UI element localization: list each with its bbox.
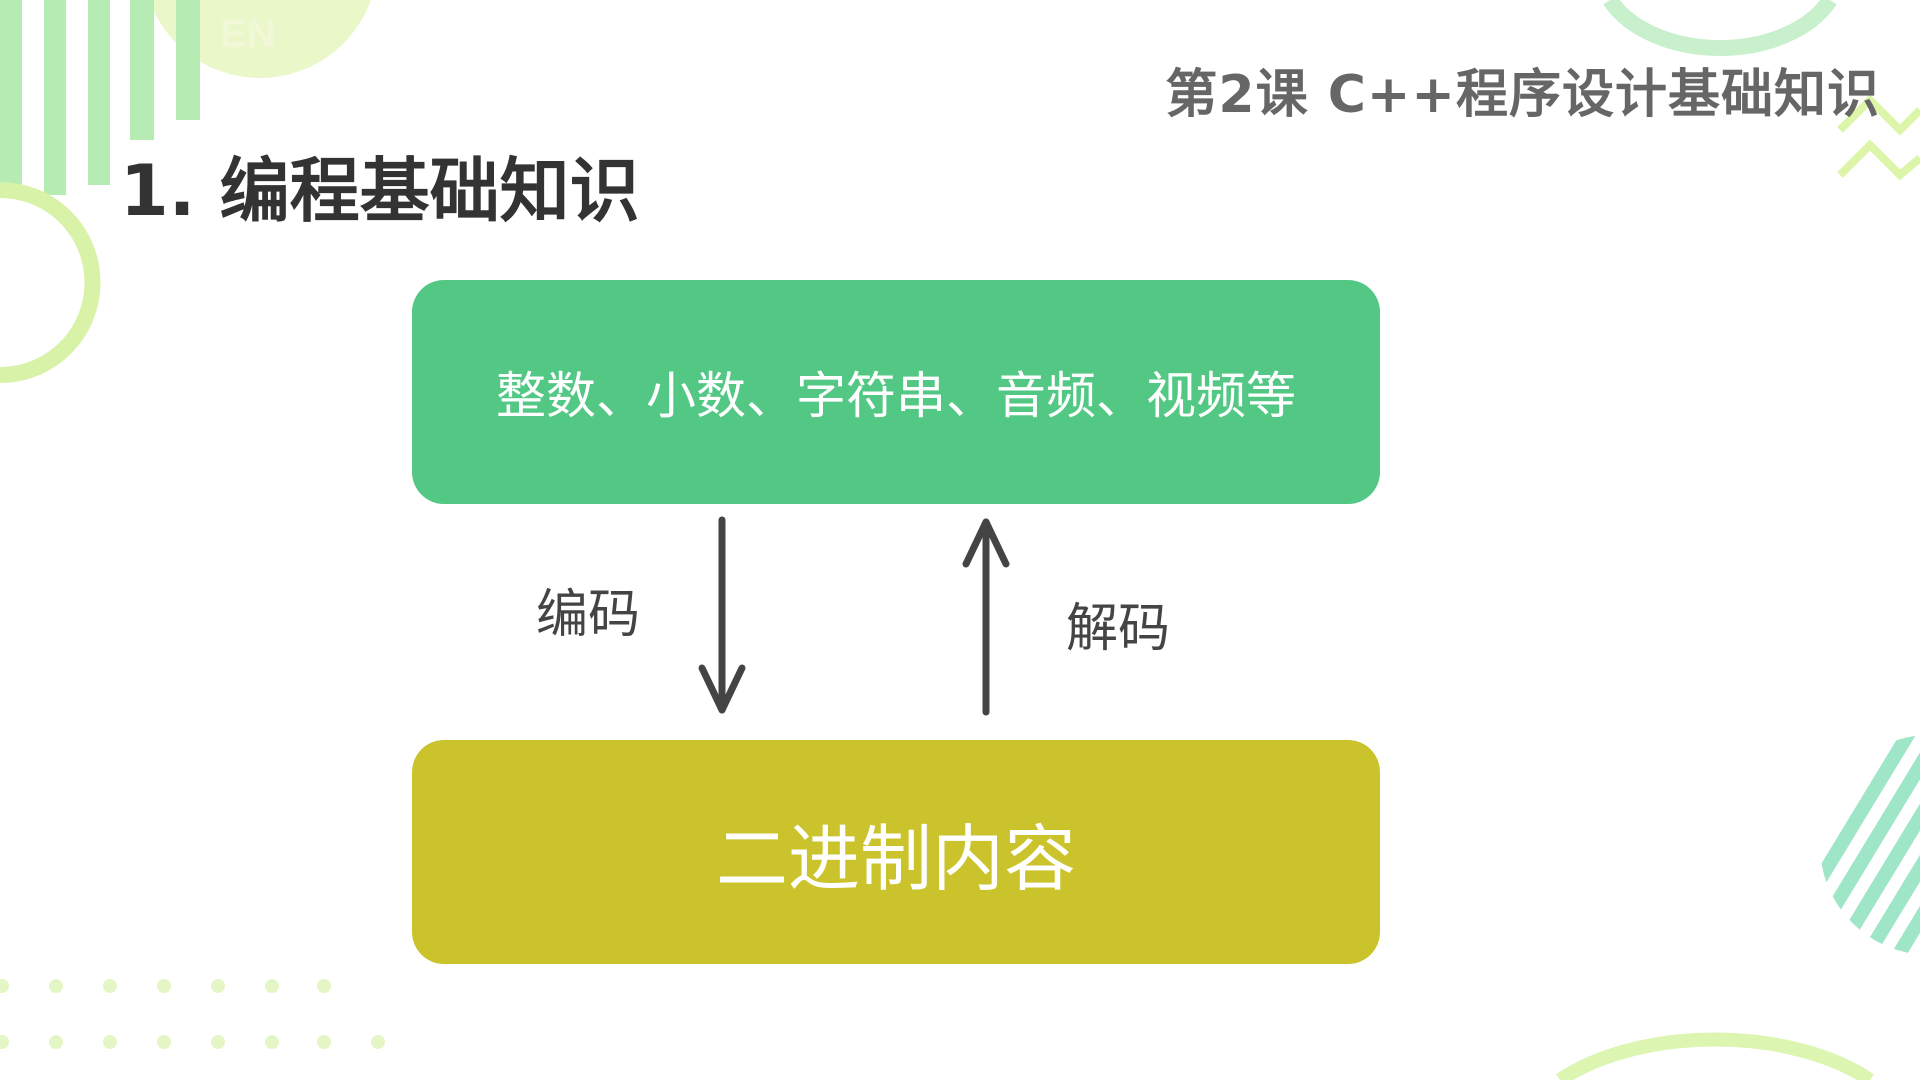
decor-arc-left (0, 182, 101, 383)
binary-content-node: 二进制内容 (412, 740, 1380, 964)
decor-zigzag-2 (1837, 139, 1920, 181)
encode-label: 编码 (536, 585, 641, 645)
decor-arc-bottom-right (1556, 1032, 1874, 1080)
section-title: 1. 编程基础知识 (120, 150, 640, 232)
decor-circle-top-left (149, 0, 371, 78)
decor-striped-circle-bottom-right (1820, 735, 1920, 955)
data-types-label: 整数、小数、字符串、音频、视频等 (496, 367, 1296, 425)
decor-dots-bottom-left (0, 979, 385, 1049)
watermark-text: EN (220, 12, 276, 56)
decor-zigzag-1 (1837, 94, 1920, 136)
data-types-node: 整数、小数、字符串、音频、视频等 (412, 280, 1380, 504)
binary-content-label: 二进制内容 (715, 816, 1076, 901)
lesson-title: 第2课 C++程序设计基础知识 (1165, 65, 1880, 125)
decor-stripes-top-left (0, 0, 200, 195)
decode-label: 解码 (1066, 599, 1171, 659)
decor-arc-top-right (1603, 0, 1837, 56)
